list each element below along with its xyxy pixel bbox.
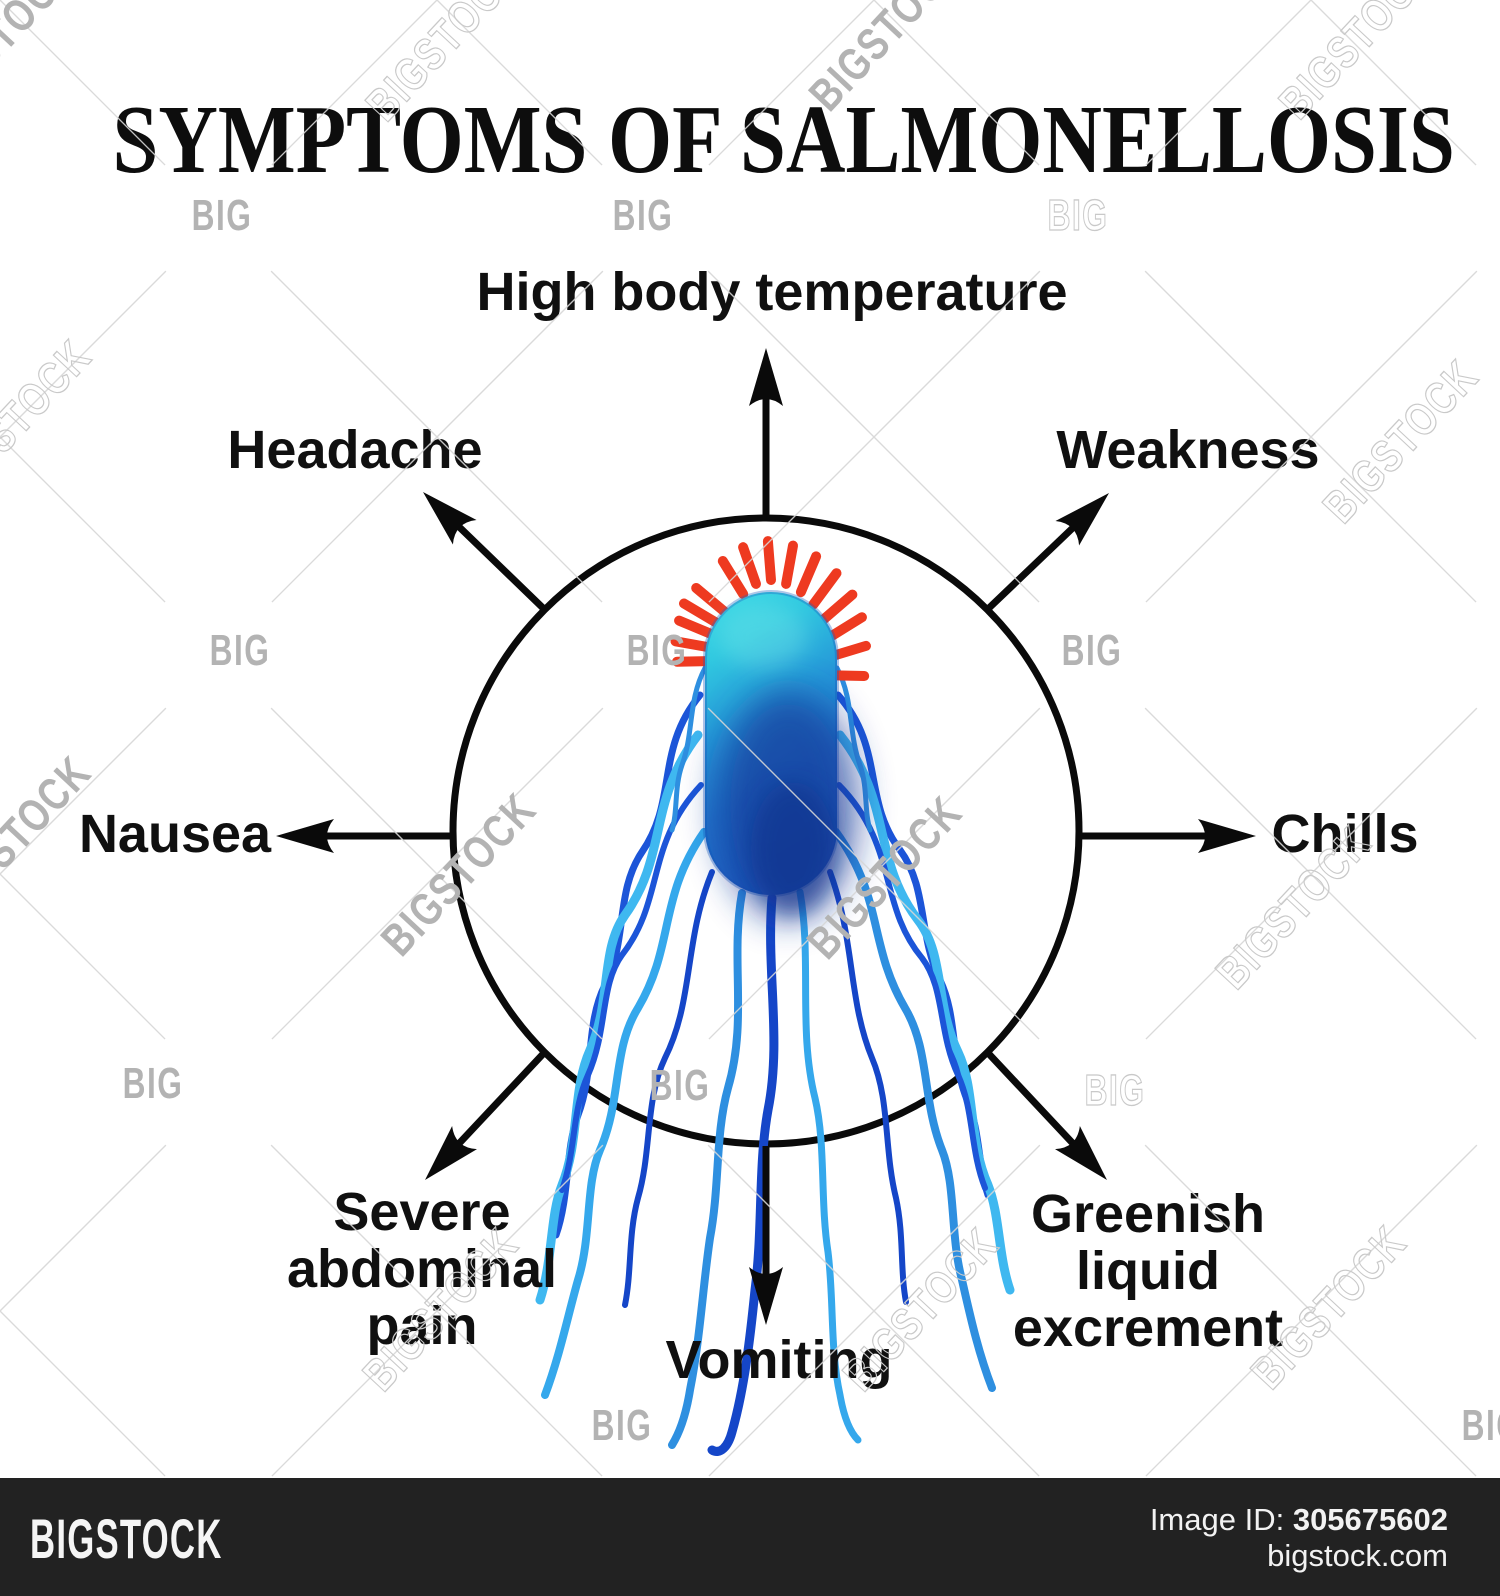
central-circle	[449, 514, 1083, 1148]
watermark-text: BIG	[123, 1059, 184, 1108]
label-nausea: Nausea	[78, 804, 272, 864]
label-headache: Headache	[227, 420, 483, 480]
arrow-bottom-left	[449, 1051, 546, 1154]
watermark-text: BIG	[627, 626, 688, 675]
label-chills: Chills	[1271, 804, 1419, 864]
arrows	[316, 388, 1216, 1285]
arrow-top-left	[449, 517, 546, 611]
watermark-text: BIG	[613, 191, 674, 240]
watermark-text: BIGSTOCK	[0, 0, 86, 128]
page-title: SYMPTOMS OF SALMONELLOSIS	[112, 86, 1455, 193]
watermark-text: BIGSTOCK	[371, 783, 546, 965]
footer-meta: Image ID: 305675602 bigstock.com	[1150, 1502, 1448, 1574]
arrow-bottom-right	[986, 1051, 1083, 1154]
watermark-text: BIG	[592, 1401, 653, 1450]
watermark-text: BIG	[1048, 191, 1109, 240]
label-weakness: Weakness	[1056, 420, 1320, 480]
arrow-top-right	[986, 518, 1083, 611]
footer-bar: BIGSTOCK Image ID: 305675602 bigstock.co…	[0, 1478, 1500, 1596]
watermark-text: BIG	[650, 1061, 711, 1110]
watermark-text: BIG	[1462, 1401, 1500, 1450]
watermark-text: BIGSTOCK	[1313, 350, 1488, 532]
bigstock-logo: BIGSTOCK	[30, 1507, 223, 1570]
watermark-text: BIG	[210, 626, 271, 675]
watermark-text: BIG	[1062, 626, 1123, 675]
label-greenish-liquid-excrement: Greenish liquid excrement	[1012, 1184, 1284, 1359]
image-id-line: Image ID: 305675602	[1150, 1502, 1448, 1538]
site-url: bigstock.com	[1267, 1538, 1448, 1573]
image-id-value: 305675602	[1292, 1502, 1448, 1537]
image-id-label: Image ID:	[1149, 1502, 1285, 1537]
watermark-text: BIGSTOCK	[0, 330, 101, 512]
watermark-text: BIG	[1085, 1066, 1146, 1115]
label-severe-abdominal-pain: Severe abdominal pain	[287, 1182, 558, 1357]
label-vomiting: Vomiting	[665, 1330, 893, 1390]
pili	[670, 536, 871, 681]
arrow-heads	[276, 348, 1256, 1325]
label-high-body-temperature: High body temperature	[476, 262, 1068, 322]
watermark-text: BIGSTOCK	[797, 786, 972, 968]
salmonella-bacterium-illustration	[535, 536, 1015, 1456]
watermark-text: BIG	[192, 191, 253, 240]
bacterium-body	[705, 592, 837, 895]
